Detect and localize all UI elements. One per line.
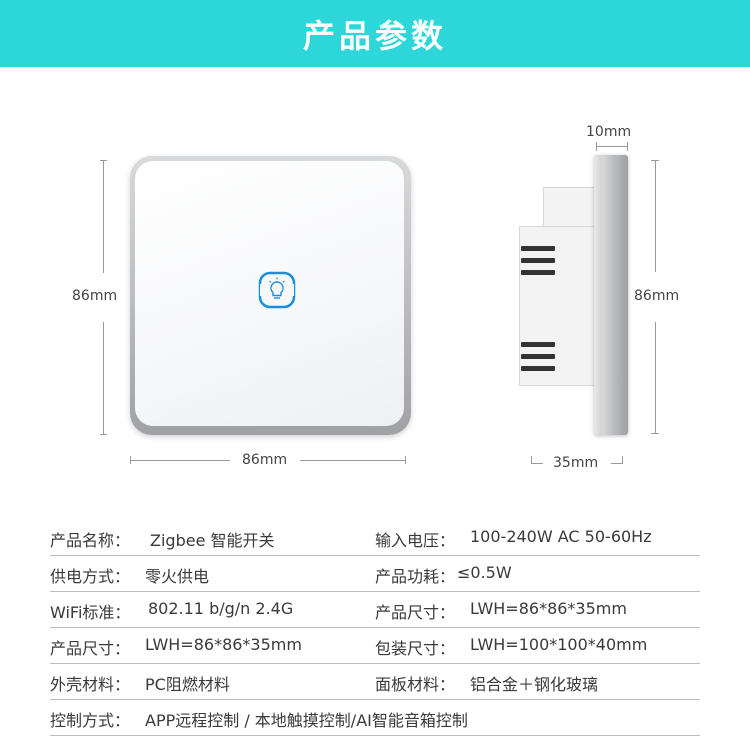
- spec-label: 包装尺寸：: [375, 639, 456, 658]
- spec-value: 零火供电: [145, 567, 210, 586]
- plate-thickness-line: [596, 146, 628, 147]
- spec-value: 802.11 b/g/n 2.4G: [148, 599, 294, 618]
- spec-value: LWH=86*86*35mm: [470, 599, 627, 618]
- spec-label: 产品名称：: [50, 531, 131, 550]
- spec-label: 外壳材料：: [50, 675, 131, 694]
- spec-value: LWH=100*100*40mm: [470, 635, 648, 654]
- side-depth-label: 35mm: [553, 455, 599, 471]
- plate-thickness-label: 10mm: [586, 124, 632, 140]
- spec-value: PC阻燃材料: [145, 675, 230, 694]
- header-banner: 产品参数: [0, 0, 750, 67]
- spec-label: 输入电压：: [375, 531, 456, 550]
- spec-value: Zigbee 智能开关: [150, 531, 275, 550]
- glass-panel: [135, 161, 404, 426]
- spec-value: LWH=86*86*35mm: [145, 635, 302, 654]
- spec-label: 面板材料：: [375, 675, 456, 694]
- front-width-label: 86mm: [242, 452, 288, 468]
- spec-label: 产品尺寸：: [50, 639, 131, 658]
- spec-row: 供电方式： 零火供电 产品功耗： ≤0.5W: [50, 555, 700, 592]
- spec-row: 控制方式： APP远程控制 / 本地触摸控制/AI智能音箱控制: [50, 699, 700, 736]
- light-bulb-icon[interactable]: [258, 271, 296, 309]
- spec-value: 铝合金＋钢化玻璃: [470, 675, 599, 694]
- spec-row: 产品尺寸： LWH=86*86*35mm 包装尺寸： LWH=100*100*4…: [50, 627, 700, 664]
- spec-row: 产品名称： Zigbee 智能开关 输入电压： 100-240W AC 50-6…: [50, 519, 700, 556]
- spec-value: ≤0.5W: [457, 563, 512, 582]
- switch-front-panel: [130, 156, 411, 435]
- spec-row: WiFi标准： 802.11 b/g/n 2.4G 产品尺寸： LWH=86*8…: [50, 591, 700, 628]
- spec-value: APP远程控制 / 本地触摸控制/AI智能音箱控制: [145, 711, 468, 730]
- spec-row: 外壳材料： PC阻燃材料 面板材料： 铝合金＋钢化玻璃: [50, 663, 700, 700]
- spec-label: 控制方式：: [50, 711, 131, 730]
- page-title: 产品参数: [302, 16, 447, 55]
- spec-label: 产品功耗：: [375, 567, 456, 586]
- side-height-label: 86mm: [634, 288, 680, 304]
- front-height-label: 86mm: [72, 288, 118, 304]
- spec-label: WiFi标准：: [50, 603, 131, 622]
- spec-label: 供电方式：: [50, 567, 131, 586]
- spec-label: 产品尺寸：: [375, 603, 456, 622]
- spec-value: 100-240W AC 50-60Hz: [470, 527, 652, 546]
